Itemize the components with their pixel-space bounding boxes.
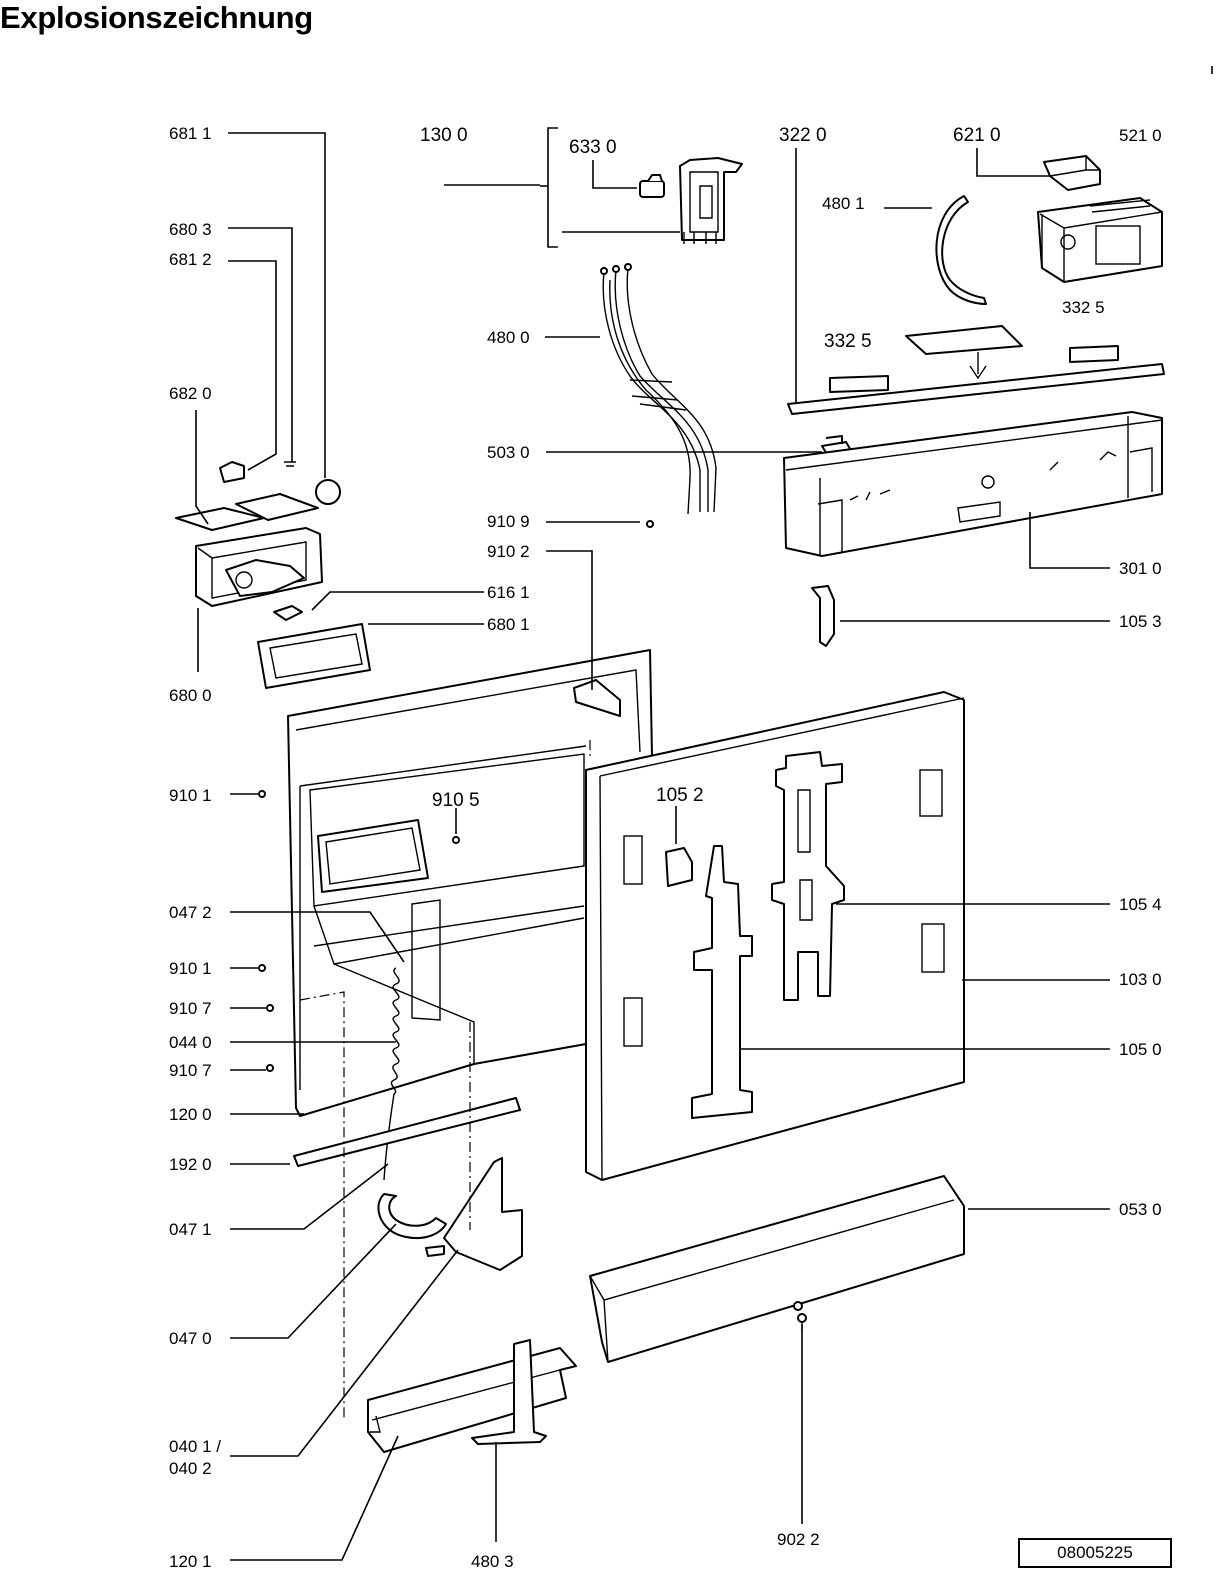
label-322-0: 322 0 — [779, 125, 827, 146]
screw-910-1-lower — [258, 964, 266, 972]
label-301-0: 301 0 — [1119, 559, 1162, 578]
part-633-switch — [639, 157, 743, 244]
label-902-2: 902 2 — [777, 1530, 820, 1549]
label-044-0: 044 0 — [169, 1033, 212, 1052]
label-332-5-right: 332 5 — [1062, 298, 1105, 317]
label-633-0: 633 0 — [569, 137, 617, 158]
part-103-door-panel — [585, 691, 965, 1181]
label-910-7-lower: 910 7 — [169, 1061, 212, 1080]
label-192-0: 192 0 — [169, 1155, 212, 1174]
part-047-pulley — [377, 1193, 447, 1240]
screw-910-7-lower — [266, 1064, 274, 1072]
part-301-control-panel — [783, 411, 1163, 557]
label-910-1-top: 910 1 — [169, 786, 212, 805]
label-681-1: 681 1 — [169, 124, 212, 143]
part-053-kickplate — [589, 1175, 965, 1363]
label-616-1: 616 1 — [487, 583, 530, 602]
label-680-3: 680 3 — [169, 220, 212, 239]
part-910-9-screw — [646, 520, 654, 528]
label-105-4: 105 4 — [1119, 895, 1162, 914]
part-616-clip — [273, 605, 303, 621]
label-047-1: 047 1 — [169, 1220, 212, 1239]
part-105-3-bracket — [811, 585, 835, 647]
part-047-hook — [425, 1245, 445, 1257]
bracket-130 — [540, 127, 558, 248]
label-120-1: 120 1 — [169, 1552, 212, 1571]
label-120-0: 120 0 — [169, 1105, 212, 1124]
label-130-0: 130 0 — [420, 125, 468, 146]
screw-910-1-top — [258, 790, 266, 798]
label-910-9: 910 9 — [487, 512, 530, 531]
part-682-dispenser — [175, 461, 341, 607]
label-047-2: 047 2 — [169, 903, 212, 922]
label-680-1: 680 1 — [487, 615, 530, 634]
screw-910-5 — [452, 836, 460, 844]
label-621-0: 621 0 — [953, 125, 1001, 146]
label-480-1: 480 1 — [822, 194, 865, 213]
label-682-0: 682 0 — [169, 384, 212, 403]
label-480-0: 480 0 — [487, 328, 530, 347]
label-480-3: 480 3 — [471, 1552, 514, 1571]
part-480-wiring — [600, 263, 717, 515]
label-105-0: 105 0 — [1119, 1040, 1162, 1059]
part-322-rail — [787, 363, 1165, 415]
label-910-5: 910 5 — [432, 790, 480, 811]
leader-lines — [195, 132, 1110, 1561]
page-title: Explosionszeichnung — [0, 0, 313, 35]
screw-910-7-upper — [266, 1004, 274, 1012]
label-040-1: 040 1 / — [169, 1437, 221, 1456]
label-503-0: 503 0 — [487, 443, 530, 462]
label-040-2: 040 2 — [169, 1459, 212, 1478]
part-192-strip — [293, 1097, 521, 1167]
label-332-5-left: 332 5 — [824, 331, 872, 352]
part-521-module — [1037, 197, 1163, 283]
label-521-0: 521 0 — [1119, 126, 1162, 145]
document-number-box: 08005225 — [1018, 1538, 1172, 1568]
part-621-connector — [1043, 155, 1101, 191]
document-number: 08005225 — [1057, 1543, 1133, 1562]
label-910-1-lower: 910 1 — [169, 959, 212, 978]
part-332-clips — [829, 325, 1119, 393]
label-103-0: 103 0 — [1119, 970, 1162, 989]
part-480-3-bracket — [471, 1339, 547, 1445]
label-053-0: 053 0 — [1119, 1200, 1162, 1219]
part-labels: 681 1 130 0 633 0 322 0 621 0 521 0 480 … — [169, 124, 1162, 1571]
label-047-0: 047 0 — [169, 1329, 212, 1348]
label-910-7-upper: 910 7 — [169, 999, 212, 1018]
part-040-hinge-bracket — [443, 1157, 523, 1271]
part-480-1-ribbon — [935, 195, 987, 305]
label-680-0: 680 0 — [169, 686, 212, 705]
label-105-3: 105 3 — [1119, 612, 1162, 631]
label-681-2: 681 2 — [169, 250, 212, 269]
label-910-2: 910 2 — [487, 542, 530, 561]
label-105-2: 105 2 — [656, 785, 704, 806]
part-680-1-seal — [257, 623, 371, 689]
